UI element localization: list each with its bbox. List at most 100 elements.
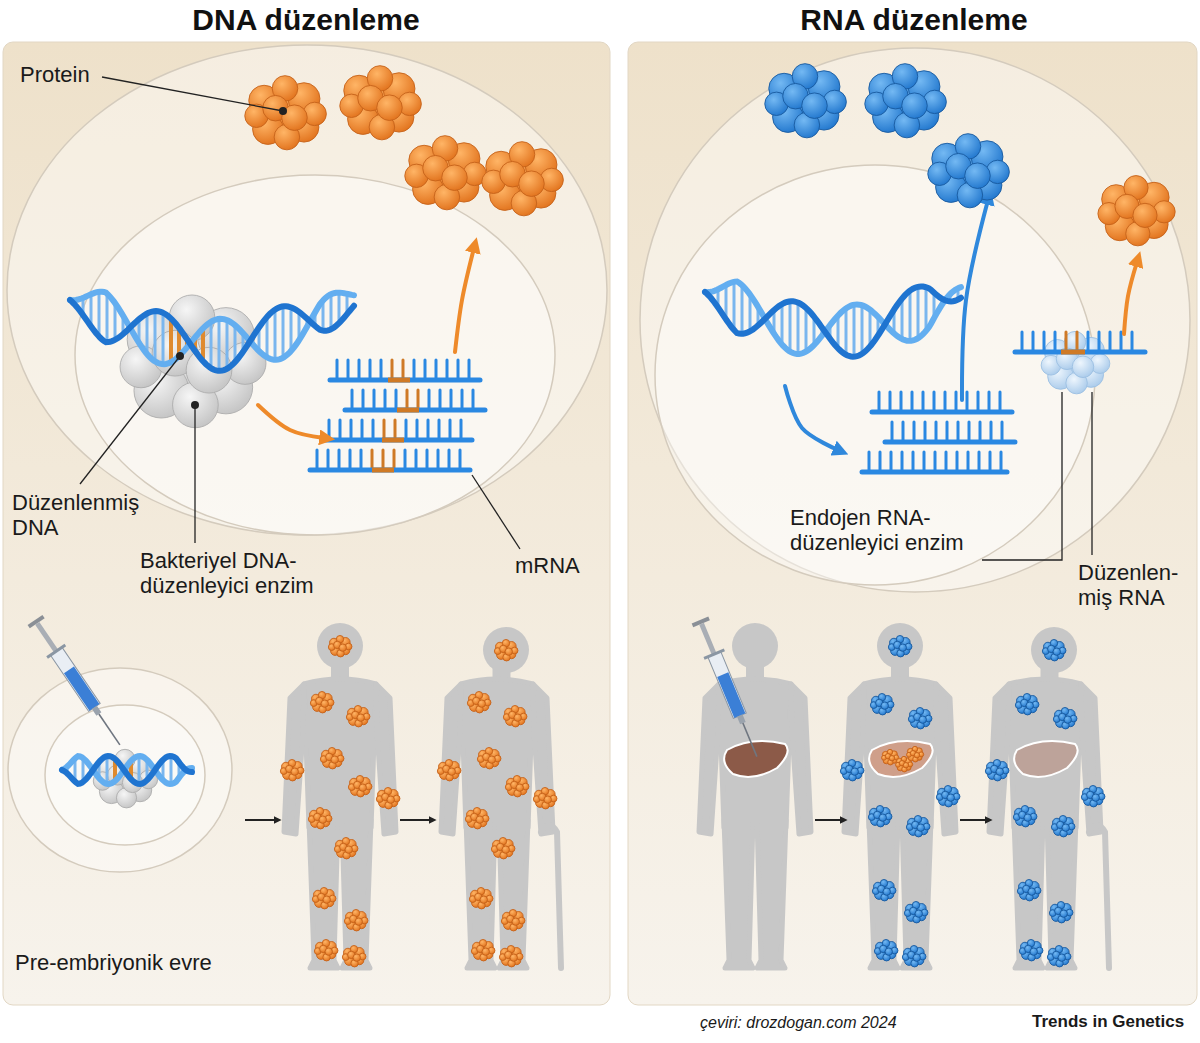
protein-lobe — [291, 768, 298, 775]
protein-lobe — [1062, 824, 1069, 831]
rna-base — [449, 420, 452, 440]
body-part — [309, 820, 338, 968]
protein-blob — [907, 746, 924, 762]
rna-base — [404, 450, 407, 470]
nucleus — [655, 165, 1095, 585]
edited-base — [406, 390, 409, 410]
human-silhouette — [441, 627, 561, 968]
rna-base — [328, 420, 331, 440]
protein-lobe — [331, 756, 338, 763]
protein-lobe — [1092, 794, 1099, 801]
rna-base — [923, 452, 926, 472]
protein-blob — [872, 879, 896, 900]
edited-backbone — [382, 438, 404, 443]
protein-lobe — [881, 702, 888, 709]
protein-blob — [1051, 815, 1075, 836]
rna-base — [349, 450, 352, 470]
base-pair — [853, 305, 856, 357]
protein-lobe — [488, 756, 495, 763]
syringe-needle — [99, 714, 120, 745]
rna-base — [967, 452, 970, 472]
syringe-flange — [703, 649, 724, 660]
protein-blob — [340, 66, 422, 140]
edited-base — [391, 360, 394, 380]
protein-lobe — [902, 93, 928, 119]
body-part — [342, 820, 371, 968]
syringe-hub — [737, 714, 746, 724]
rna-strand — [330, 360, 480, 380]
rna-base — [911, 392, 914, 412]
rna-base — [459, 450, 462, 470]
protein-lobe — [802, 93, 828, 119]
protein-blob — [874, 939, 898, 960]
protein-lobe — [387, 796, 394, 803]
rna-base — [978, 452, 981, 472]
protein-lobe — [1026, 702, 1033, 709]
rna-strand — [872, 392, 1012, 412]
edited-backbone — [372, 468, 394, 473]
protein-lobe — [889, 756, 894, 761]
protein-lobe — [1133, 203, 1157, 227]
protein-lobe — [1024, 814, 1031, 821]
rna-base — [350, 420, 353, 440]
head — [732, 623, 778, 669]
protein-blob — [312, 887, 336, 908]
rna-base — [955, 392, 958, 412]
protein-lobe — [377, 95, 403, 121]
rna-base — [1120, 332, 1123, 352]
protein-lobe — [1058, 954, 1065, 961]
protein-blob — [1047, 945, 1071, 966]
rna-base — [347, 360, 350, 380]
progress-arrow — [400, 819, 431, 821]
cane — [541, 825, 561, 968]
rna-base — [369, 360, 372, 380]
rna-editing-lifespan — [690, 616, 1109, 968]
protein-blob — [471, 939, 495, 960]
protein-lobe — [913, 954, 920, 961]
protein-lobe — [544, 796, 551, 803]
rna-base — [428, 390, 431, 410]
process-arrow — [1124, 262, 1137, 334]
leader-line — [102, 77, 283, 111]
rna-backbone — [310, 468, 470, 473]
rna-base — [944, 392, 947, 412]
rna-base — [878, 392, 881, 412]
head — [317, 623, 363, 669]
part-label: Düzenlenmiş DNA — [12, 490, 152, 541]
zygote-membrane — [8, 668, 232, 872]
body-part — [864, 679, 936, 828]
human-silhouette — [699, 623, 811, 968]
rna-base — [361, 420, 364, 440]
rna-backbone — [872, 410, 1012, 415]
protein-lobe — [345, 846, 352, 853]
rna-base — [988, 392, 991, 412]
protein-blob — [469, 887, 493, 908]
part-label: Protein — [20, 62, 90, 87]
leader-line — [472, 475, 520, 549]
zygote-nucleus — [45, 705, 205, 845]
body-part — [466, 820, 495, 968]
base-pair — [218, 319, 221, 371]
part-label: Endojen RNA-düzenleyici enzim — [790, 505, 985, 556]
dna-strand — [62, 756, 192, 784]
protein-blob — [376, 787, 400, 808]
base-pair — [845, 308, 848, 354]
protein-blob — [491, 837, 515, 858]
head — [877, 623, 923, 669]
rna-base — [999, 392, 1002, 412]
dna-strand — [70, 292, 354, 364]
rna-base — [405, 420, 408, 440]
syringe-needle — [743, 723, 757, 757]
liver — [1014, 741, 1078, 777]
rna-base — [1000, 452, 1003, 472]
base-pair — [282, 306, 285, 357]
base-pair — [917, 287, 920, 338]
part-label: Bakteriyel DNA-düzenleyici enzim — [140, 548, 345, 599]
protein-lobe — [947, 794, 954, 801]
base-pair — [330, 294, 333, 329]
protein-blob — [310, 691, 334, 712]
protein-lobe — [1028, 888, 1035, 895]
rna-editing-enzyme — [1041, 331, 1110, 393]
protein-lobe — [996, 768, 1003, 775]
rna-base — [461, 390, 464, 410]
